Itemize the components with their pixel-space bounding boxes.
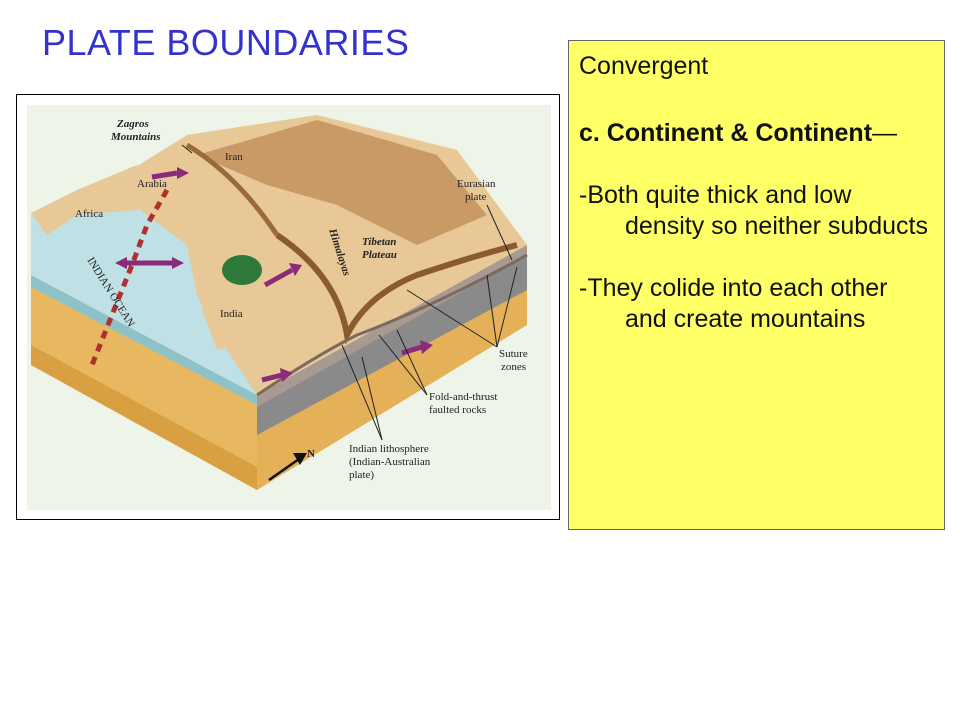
- point-collide: -They colide into each other and create …: [579, 273, 934, 335]
- suture-label: Suture: [499, 348, 528, 360]
- page-title: PLATE BOUNDARIES: [42, 22, 409, 64]
- north-label: N: [307, 448, 315, 460]
- tibetan-label-2: Plateau: [362, 249, 397, 261]
- fold-label: Fold-and-thrust: [429, 391, 497, 403]
- em-dash: —: [872, 119, 897, 147]
- africa-label: Africa: [75, 208, 103, 220]
- lithosphere-label: Indian lithosphere: [349, 443, 429, 455]
- iran-label: Iran: [225, 151, 243, 163]
- lithosphere-label-2: (Indian-Australian: [349, 456, 431, 468]
- india-label: India: [220, 308, 243, 320]
- convergent-heading: Convergent: [579, 51, 934, 82]
- point-low-density: -Both quite thick and low density so nei…: [579, 180, 934, 242]
- plate-boundary-diagram: Zagros Mountains Iran Arabia Africa Eura…: [16, 94, 560, 520]
- continent-subheading: c. Continent & Continent—: [579, 118, 934, 149]
- arabia-label: Arabia: [137, 178, 167, 190]
- continent-subheading-text: c. Continent & Continent: [579, 119, 872, 147]
- eurasian-label: Eurasian: [457, 178, 496, 190]
- explanation-textbox: Convergent c. Continent & Continent— -Bo…: [568, 40, 945, 530]
- zagros-label-2: Mountains: [110, 131, 161, 143]
- eurasian-label-2: plate: [465, 191, 486, 203]
- vegetation-patch: [222, 255, 262, 285]
- suture-label-2: zones: [501, 361, 526, 373]
- diagram-svg: Zagros Mountains Iran Arabia Africa Eura…: [17, 95, 559, 519]
- tibetan-label: Tibetan: [362, 236, 396, 248]
- lithosphere-label-3: plate): [349, 469, 374, 481]
- fold-label-2: faulted rocks: [429, 404, 486, 416]
- zagros-label: Zagros: [116, 118, 149, 130]
